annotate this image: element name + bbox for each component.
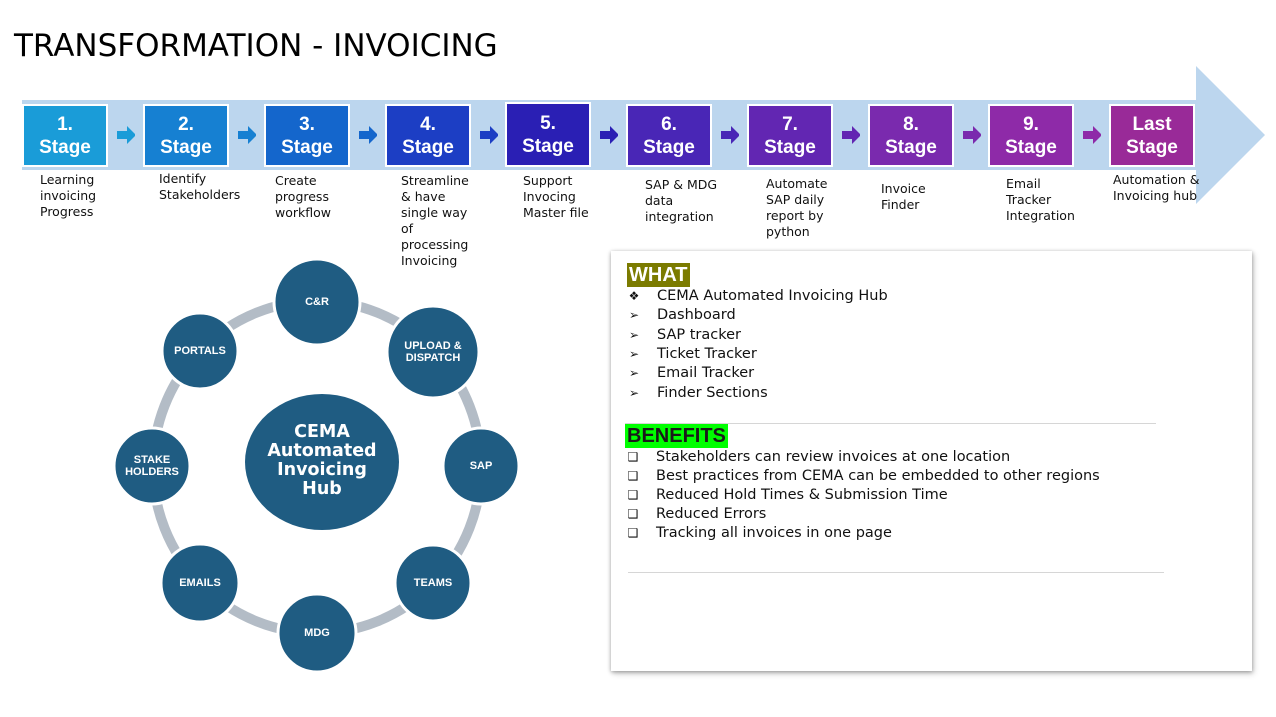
- chevron-arrow-icon: [238, 126, 256, 144]
- stage-word: Stage: [1005, 136, 1057, 158]
- hub-node-circle: [272, 257, 362, 347]
- stage-number: 1.: [57, 113, 73, 135]
- chevron-arrow-icon: [842, 126, 860, 144]
- list-item-text: Reduced Errors: [656, 506, 767, 523]
- stage-number: 2.: [178, 113, 194, 135]
- bullet-icon: ➢: [628, 346, 640, 361]
- info-panel: WHAT ❖ CEMA Automated Invoicing Hub ➢ Dashb…: [611, 251, 1252, 671]
- bullet-icon: ➢: [628, 327, 640, 342]
- stage-word: Stage: [643, 136, 695, 158]
- stage-number: Last: [1132, 113, 1172, 135]
- hub-node-label: STAKE HOLDERS: [125, 454, 179, 478]
- page-title: TRANSFORMATION - INVOICING: [14, 28, 498, 64]
- stage-description: Email Tracker Integration: [1006, 176, 1075, 223]
- stage-number: 7.: [782, 113, 798, 135]
- chevron-arrow-icon: [1083, 126, 1101, 144]
- list-item-text: Reduced Hold Times & Submission Time: [656, 487, 948, 504]
- bullet-icon: ❑: [627, 488, 639, 503]
- stage-description: Create progress workflow: [275, 173, 331, 220]
- chevron-arrow-icon: [600, 126, 618, 144]
- hub-node-circle: [385, 304, 481, 400]
- stage-word: Stage: [522, 135, 574, 157]
- bullet-icon: ❑: [627, 469, 639, 484]
- stage-box-6: 6.Stage: [626, 104, 712, 167]
- stage-number: 3.: [299, 113, 315, 135]
- hub-node-label: PORTALS: [174, 345, 226, 357]
- hub-node-circle: [441, 426, 521, 506]
- hub-node-label: TEAMS: [413, 577, 453, 589]
- stage-word: Stage: [39, 136, 91, 158]
- bullet-icon: ➢: [628, 366, 640, 381]
- list-item-text: Best practices from CEMA can be embedded…: [656, 468, 1100, 485]
- stage-description: Streamline & have single way of processi…: [401, 173, 469, 268]
- stage-word: Stage: [764, 136, 816, 158]
- chevron-arrow-icon: [359, 126, 377, 144]
- hub-node-circle: [159, 542, 241, 624]
- hub-center-circle: [245, 394, 399, 530]
- chevron-arrow-icon: [117, 126, 135, 144]
- bullet-icon: ➢: [628, 308, 640, 323]
- benefits-heading: BENEFITS: [625, 424, 728, 448]
- chevron-arrow-icon: [963, 126, 981, 144]
- hub-node-label: MDG: [304, 627, 330, 639]
- hub-node-label: UPLOAD & DISPATCH: [404, 340, 462, 364]
- hub-node-label: EMAILS: [179, 577, 221, 589]
- stage-box-8: 8.Stage: [868, 104, 954, 167]
- stage-description: Identify Stakeholders: [159, 171, 241, 202]
- hub-node-circle: [393, 543, 473, 623]
- stage-description: SAP & MDG data integration: [645, 177, 718, 224]
- stage-box-7: 7.Stage: [747, 104, 833, 167]
- list-item-text: Tracking all invoices in one page: [656, 525, 892, 542]
- list-item-text: Ticket Tracker: [657, 345, 757, 362]
- what-heading: WHAT: [627, 263, 690, 287]
- bullet-icon: ❖: [628, 289, 640, 303]
- stage-box-2: 2.Stage: [143, 104, 229, 167]
- bullet-icon: ❑: [627, 450, 639, 464]
- hub-node-circle: [112, 426, 192, 506]
- stage-number: 5.: [540, 112, 556, 134]
- list-item-text: SAP tracker: [657, 326, 742, 343]
- bottom-divider: [628, 572, 1164, 573]
- stage-number: 9.: [1023, 113, 1039, 135]
- stage-word: Stage: [160, 136, 212, 158]
- stage-description: Automate SAP daily report by python: [766, 176, 828, 239]
- stage-description: Support Invocing Master file: [523, 173, 589, 220]
- stage-word: Stage: [885, 136, 937, 158]
- bullet-icon: ❑: [627, 507, 639, 522]
- chevron-arrow-icon: [480, 126, 498, 144]
- hub-node-label: C&R: [305, 296, 329, 308]
- hub-node-circle: [276, 592, 358, 674]
- hub-center-label: CEMA Automated Invoicing Hub: [267, 422, 377, 499]
- bullet-icon: ➢: [628, 385, 640, 400]
- list-item-text: CEMA Automated Invoicing Hub: [657, 288, 888, 304]
- stage-number: 8.: [903, 113, 919, 135]
- list-item-text: Finder Sections: [657, 384, 768, 401]
- stage-description: Invoice Finder: [881, 181, 926, 212]
- stage-description: Automation & Invoicing hub: [1113, 172, 1200, 203]
- hub-diagram: [112, 257, 521, 674]
- stage-box-4: 4.Stage: [385, 104, 471, 167]
- stage-number: 4.: [420, 113, 436, 135]
- stage-box-5: 5.Stage: [505, 102, 591, 167]
- stage-box-9: 9.Stage: [988, 104, 1074, 167]
- chevron-arrow-icon: [721, 126, 739, 144]
- hub-node-label: SAP: [469, 460, 493, 472]
- stage-number: 6.: [661, 113, 677, 135]
- stage-word: Stage: [1126, 136, 1178, 158]
- list-item-text: Email Tracker: [657, 365, 755, 382]
- section-divider: [625, 423, 1156, 424]
- stage-word: Stage: [402, 136, 454, 158]
- stage-description: Learning invoicing Progress: [40, 172, 97, 219]
- stage-word: Stage: [281, 136, 333, 158]
- stage-box-3: 3.Stage: [264, 104, 350, 167]
- stage-box-1: 1.Stage: [22, 104, 108, 167]
- bullet-icon: ❑: [627, 526, 639, 541]
- list-item-text: Stakeholders can review invoices at one …: [656, 449, 1011, 465]
- list-item-text: Dashboard: [657, 307, 736, 324]
- hub-node-circle: [160, 311, 240, 391]
